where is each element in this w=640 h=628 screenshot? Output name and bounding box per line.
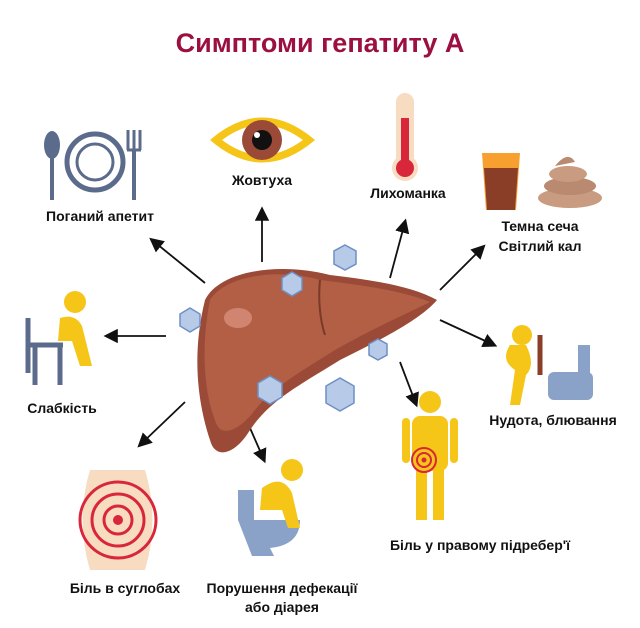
arrows (103, 206, 498, 464)
virus-icon (179, 307, 201, 333)
virus-icon (333, 244, 357, 271)
abdominal-pain-icon (402, 391, 458, 520)
label-nausea: Нудота, блювання (489, 412, 617, 428)
label-diarrhea: або діарея (245, 599, 319, 615)
eye-icon (210, 117, 315, 163)
label-defecation: Порушення дефекації (206, 580, 358, 596)
label-weakness: Слабкість (27, 400, 97, 416)
arrow-fever (389, 218, 410, 279)
thermometer-icon (392, 93, 418, 181)
arrow-nausea (439, 319, 498, 347)
page-title: Симптоми гепатиту А (175, 28, 465, 58)
sitting-person-icon (25, 291, 92, 385)
label-fever: Лихоманка (370, 185, 446, 201)
arrow-joints (137, 401, 186, 448)
label-jaundice: Жовтуха (231, 172, 293, 188)
arrow-pain (399, 361, 419, 408)
label-stool: Світлий кал (498, 238, 582, 254)
label-urine: Темна сеча (501, 218, 579, 234)
arrow-defecation (249, 427, 267, 464)
joint-pain-icon (78, 470, 158, 570)
vomiting-person-icon (506, 325, 593, 405)
virus-icon (257, 375, 283, 405)
virus-icon (325, 377, 355, 412)
label-appetite: Поганий апетит (46, 208, 154, 224)
virus-icon (281, 271, 303, 297)
liver-icon (197, 268, 437, 453)
arrow-appetite (149, 237, 206, 284)
label-pain: Біль у правому підребер'ї (389, 537, 571, 553)
arrow-urine (439, 244, 486, 291)
label-joints: Біль в суглобах (69, 580, 181, 596)
toilet-person-icon (238, 459, 303, 556)
cup-stool-icon (482, 153, 602, 210)
plate-fork-spoon-icon (44, 130, 142, 200)
virus-particles (179, 244, 388, 412)
virus-icon (368, 338, 388, 361)
